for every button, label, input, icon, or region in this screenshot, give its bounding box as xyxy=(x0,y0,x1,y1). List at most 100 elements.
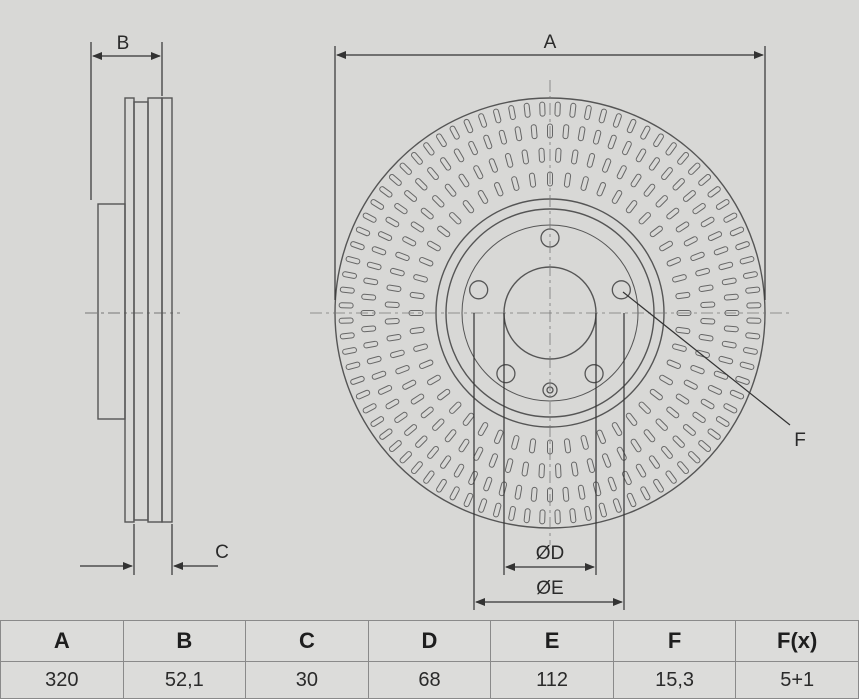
vent-hole xyxy=(612,113,622,128)
bolt-hole xyxy=(469,280,489,300)
vent-hole xyxy=(665,142,677,156)
vent-hole xyxy=(385,398,400,410)
vent-hole xyxy=(410,151,423,165)
vent-hole xyxy=(715,199,730,210)
table-header-cell: F(x) xyxy=(735,620,859,662)
vent-hole xyxy=(427,167,439,181)
vent-hole xyxy=(596,429,607,444)
vent-hole xyxy=(453,463,465,478)
vent-hole xyxy=(530,486,538,502)
vent-hole xyxy=(423,142,435,156)
vent-hole xyxy=(611,422,623,436)
dimension-b-label: B xyxy=(117,33,130,54)
vent-hole xyxy=(718,355,734,365)
table-header-cell: F xyxy=(612,620,737,662)
vent-hole xyxy=(415,435,428,448)
vent-hole xyxy=(468,470,478,486)
vent-hole xyxy=(563,438,572,454)
vent-hole xyxy=(630,438,642,453)
vent-hole xyxy=(643,429,656,443)
vent-hole xyxy=(528,172,537,188)
vent-hole xyxy=(675,393,690,405)
vent-hole xyxy=(713,246,729,256)
vent-hole xyxy=(653,133,664,148)
vent-hole xyxy=(723,403,738,414)
vent-hole xyxy=(410,461,423,475)
vent-hole xyxy=(483,476,493,492)
vent-hole xyxy=(339,286,355,294)
vent-hole xyxy=(399,162,412,175)
vent-hole xyxy=(402,236,417,247)
vent-hole xyxy=(538,463,545,479)
vent-hole xyxy=(690,365,705,375)
table-row: 320 52,1 30 68 112 15,3 5+1 xyxy=(0,661,859,699)
vent-hole xyxy=(473,446,484,461)
vent-hole xyxy=(399,451,412,464)
vent-hole xyxy=(338,317,354,324)
vent-hole xyxy=(555,147,562,163)
vent-hole xyxy=(648,157,660,171)
vent-hole xyxy=(729,389,745,400)
vent-hole xyxy=(432,418,445,431)
vent-hole xyxy=(390,349,405,359)
vent-hole xyxy=(390,267,405,277)
vent-hole xyxy=(415,178,428,191)
vent-hole xyxy=(449,401,462,414)
vent-hole xyxy=(409,291,425,300)
dimension-a xyxy=(334,46,766,300)
vent-hole xyxy=(504,458,514,473)
vent-hole xyxy=(596,182,607,197)
dimension-d xyxy=(503,313,597,575)
vent-hole xyxy=(735,241,750,251)
vent-hole xyxy=(350,375,365,385)
table-header-cell: C xyxy=(245,620,369,662)
vent-hole xyxy=(666,207,680,220)
vent-hole xyxy=(554,509,561,525)
vent-hole xyxy=(523,508,531,524)
dimensions-table: A B C D E F F(x) 320 52,1 30 68 112 15,3… xyxy=(0,620,859,699)
vent-hole xyxy=(413,274,428,283)
vent-hole xyxy=(444,429,457,443)
vent-hole xyxy=(395,251,410,261)
vent-hole xyxy=(478,113,488,128)
vent-hole xyxy=(666,256,681,267)
vent-hole xyxy=(440,455,452,469)
vent-hole xyxy=(427,240,441,252)
vent-hole xyxy=(409,326,425,335)
vent-hole xyxy=(523,102,531,118)
vent-hole xyxy=(462,412,475,426)
vent-hole xyxy=(746,317,762,324)
vent-hole xyxy=(655,195,668,208)
vent-hole xyxy=(386,284,402,292)
center-lines xyxy=(310,80,790,545)
vent-hole xyxy=(493,502,502,518)
vent-hole xyxy=(638,212,651,225)
vent-hole xyxy=(665,470,677,484)
vent-hole xyxy=(511,176,520,191)
vent-hole xyxy=(539,509,546,525)
brake-disc-technical-drawing: B C A ØD ØE F xyxy=(80,32,806,610)
vent-hole xyxy=(739,256,755,265)
vent-hole xyxy=(586,458,596,473)
vent-hole xyxy=(361,325,377,333)
vent-hole xyxy=(508,506,516,521)
vent-hole xyxy=(698,440,712,453)
vent-hole xyxy=(402,379,417,390)
vent-hole xyxy=(598,108,607,124)
vent-hole xyxy=(562,124,570,140)
vent-hole xyxy=(675,221,690,233)
table-cell: 15,3 xyxy=(612,661,737,699)
vent-hole xyxy=(700,398,715,410)
vent-hole xyxy=(419,256,434,267)
vent-hole xyxy=(508,105,516,120)
vent-hole xyxy=(692,411,706,423)
vent-hole xyxy=(723,212,738,223)
vent-hole xyxy=(745,286,761,294)
vent-hole xyxy=(602,453,612,468)
vent-hole xyxy=(695,349,710,359)
vent-hole xyxy=(698,173,712,186)
vent-hole xyxy=(483,134,493,150)
vent-hole xyxy=(649,225,663,238)
vent-hole xyxy=(562,486,570,502)
vent-hole xyxy=(745,332,761,340)
